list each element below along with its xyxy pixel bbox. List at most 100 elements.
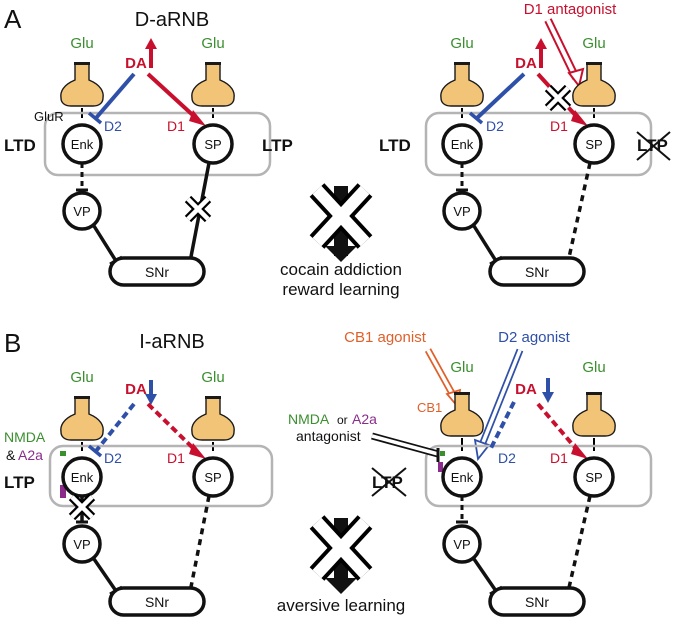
- glutamate-flask-icon: [60, 395, 104, 441]
- enk-label: Enk: [451, 470, 474, 485]
- nmda-label: NMDA: [288, 411, 330, 427]
- vp-label: VP: [453, 537, 470, 552]
- snr-label: SNr: [525, 264, 549, 280]
- d2-label: D2: [104, 118, 122, 134]
- sp-label: SP: [204, 137, 221, 152]
- diagram-a-right: D1 antagonist Glu Glu DA D2 D1 Enk SP LT…: [379, 1, 671, 287]
- cb1-agonist-label: CB1 agonist: [344, 329, 427, 346]
- glutamate-flask-icon: [191, 61, 235, 107]
- d2-projection: [94, 72, 136, 120]
- antagonist-arrowhead-icon: [567, 67, 585, 89]
- glu-label: Glu: [201, 369, 224, 386]
- da-up-arrow-icon: [145, 38, 157, 49]
- enk-label: Enk: [451, 137, 474, 152]
- vp-label: VP: [453, 204, 470, 219]
- enk-label: Enk: [71, 470, 94, 485]
- snr-label: SNr: [145, 264, 169, 280]
- snr-nucleus: [488, 586, 586, 617]
- glutamate-flask-icon: [440, 391, 484, 437]
- glu-label: Glu: [70, 369, 93, 386]
- glu-label: Glu: [582, 359, 605, 376]
- cb1-label: CB1: [417, 400, 442, 415]
- ltp-label: LTP: [4, 473, 35, 492]
- d1-antagonist-label: D1 antagonist: [524, 1, 617, 18]
- da-down-arrow-icon: [145, 394, 157, 405]
- da-label: DA: [125, 55, 147, 72]
- da-label: DA: [515, 55, 537, 72]
- vp-neuron: [62, 524, 102, 564]
- da-up-arrow-icon: [535, 38, 547, 49]
- or-label: or: [337, 413, 348, 427]
- sp-neuron: [192, 123, 234, 165]
- glu-label: Glu: [450, 359, 473, 376]
- ltd-label: LTD: [4, 136, 36, 155]
- vp-label: VP: [73, 204, 90, 219]
- vp-neuron: [62, 191, 102, 231]
- glur-label: GluR: [34, 109, 64, 124]
- nmda-receptor-marker: [60, 451, 66, 456]
- a2a-label: A2a: [18, 447, 43, 463]
- ltd-label: LTD: [379, 136, 411, 155]
- panel-letter-a: A: [4, 4, 22, 34]
- glu-label: Glu: [450, 35, 473, 52]
- glutamate-flask-icon: [191, 395, 235, 441]
- da-down-arrow-icon: [542, 392, 554, 403]
- da-label: DA: [125, 381, 147, 398]
- center-label: aversive learning: [277, 596, 406, 615]
- vp-neuron: [442, 191, 482, 231]
- blocked-d1-icon: [548, 88, 568, 108]
- snr-label: SNr: [525, 594, 549, 610]
- enk-label: Enk: [71, 137, 94, 152]
- glu-label: Glu: [582, 35, 605, 52]
- glutamate-flask-icon: [440, 61, 484, 107]
- sp-neuron: [573, 123, 615, 165]
- d1-label: D1: [550, 118, 568, 134]
- d1-label: D1: [167, 118, 185, 134]
- striatum-box: [48, 444, 274, 508]
- panel-title-b: I-aRNB: [139, 331, 205, 353]
- nmda-label: NMDA: [4, 429, 46, 445]
- vp-label: VP: [73, 537, 90, 552]
- sp-neuron: [573, 456, 615, 498]
- glu-label: Glu: [201, 35, 224, 52]
- d2-agonist-label: D2 agonist: [498, 329, 571, 346]
- sp-neuron: [192, 456, 234, 498]
- snr-label: SNr: [145, 594, 169, 610]
- glu-label: Glu: [70, 35, 93, 52]
- ampersand-label: &: [6, 447, 16, 463]
- diagram-b-left: Glu Glu DA D2 D1 NMDA & A2a Enk SP LTP V…: [4, 369, 274, 617]
- panel-title-a: D-aRNB: [135, 9, 209, 31]
- d2-label: D2: [498, 450, 516, 466]
- center-arrow-a: cocain addiction reward learning: [280, 186, 402, 299]
- glutamate-flask-icon: [572, 391, 616, 437]
- sp-label: SP: [204, 470, 221, 485]
- d2-agonist-arrowhead-icon: [473, 438, 491, 462]
- d1-arrowhead-icon: [189, 110, 206, 126]
- ltp-label: LTP: [262, 136, 293, 155]
- nmda-receptor-marker: [440, 451, 445, 456]
- center-label: cocain addiction: [280, 260, 402, 279]
- striatum-box: [43, 111, 272, 177]
- vp-neuron: [442, 524, 482, 564]
- d2-label: D2: [486, 118, 504, 134]
- antagonist-label: antagonist: [296, 428, 361, 444]
- d2-label: D2: [104, 450, 122, 466]
- panel-letter-b: B: [4, 328, 21, 358]
- snr-nucleus: [488, 256, 586, 287]
- snr-nucleus: [108, 256, 206, 287]
- da-label: DA: [515, 381, 537, 398]
- center-label: reward learning: [282, 280, 399, 299]
- a2a-receptor-marker: [60, 485, 66, 498]
- diagram-a-left: Glu Glu DA GluR D2 D1 Enk SP LTD LTP VP: [4, 35, 293, 287]
- diagram-b-right: CB1 agonist D2 agonist Glu Glu CB1 DA NM…: [288, 329, 653, 617]
- d1-label: D1: [550, 450, 568, 466]
- d1-label: D1: [167, 450, 185, 466]
- snr-nucleus: [108, 586, 206, 617]
- striatum-box: [424, 444, 653, 508]
- sp-label: SP: [585, 470, 602, 485]
- glutamate-flask-icon: [572, 61, 616, 107]
- center-arrow-b: aversive learning: [277, 518, 406, 615]
- a2a-receptor-marker: [438, 462, 443, 472]
- a2a-label: A2a: [352, 411, 377, 427]
- d1-projection: [146, 72, 198, 120]
